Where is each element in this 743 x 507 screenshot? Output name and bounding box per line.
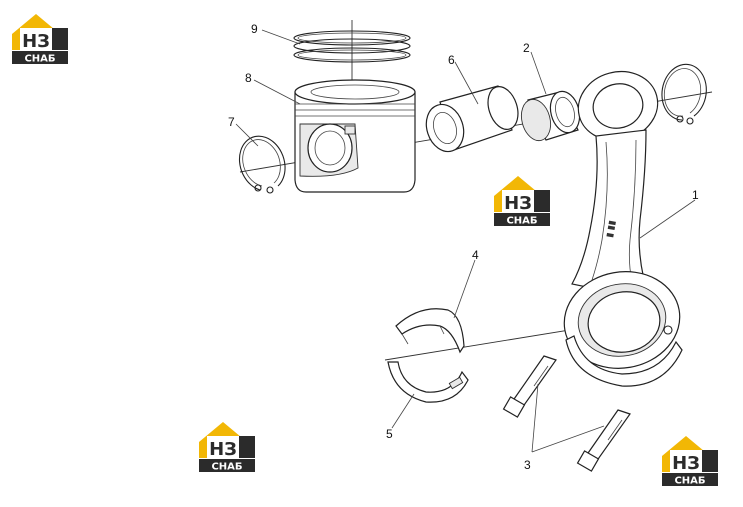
- callout-8: 8: [245, 71, 252, 85]
- connecting-rod-bolt-upper: [502, 355, 557, 418]
- callout-4: 4: [472, 248, 479, 262]
- callout-9: 9: [251, 22, 258, 36]
- callout-2: 2: [523, 41, 530, 55]
- logo-main-text: НЗ: [209, 439, 237, 460]
- callout-3: 3: [524, 458, 531, 472]
- logo-main-text: НЗ: [22, 31, 50, 52]
- brand-logo-top-left: НЗ СНАБ: [12, 14, 68, 65]
- logo-main-text: НЗ: [672, 453, 700, 474]
- logo-sub-text: СНАБ: [674, 476, 705, 487]
- circlip-right: [661, 63, 707, 125]
- callout-5: 5: [386, 427, 393, 441]
- connecting-rod: ▮ ▮▮: [563, 70, 683, 387]
- brand-logo-bottom-right: НЗ СНАБ: [662, 436, 718, 487]
- callout-7: 7: [228, 115, 235, 129]
- leader-lines: [235, 29, 696, 453]
- svg-text:▮ ▮▮: ▮ ▮▮: [604, 219, 617, 238]
- brand-logo-bottom-left: НЗ СНАБ: [199, 422, 255, 473]
- callout-6: 6: [448, 53, 455, 67]
- callout-1: 1: [692, 188, 699, 202]
- brand-logo-center: НЗ СНАБ: [494, 176, 550, 227]
- logo-main-text: НЗ: [504, 193, 532, 214]
- logo-sub-text: СНАБ: [24, 54, 55, 65]
- logo-sub-text: СНАБ: [506, 216, 537, 227]
- bearing-shell-lower: [387, 361, 469, 403]
- small-end-bushing: [520, 90, 581, 142]
- connecting-rod-bolt-lower: [576, 409, 631, 472]
- logo-sub-text: СНАБ: [211, 462, 242, 473]
- piston: [294, 79, 416, 193]
- piston-pin: [425, 85, 519, 153]
- circlip-left: [239, 135, 286, 194]
- piston-rings: [293, 30, 411, 63]
- bearing-shell-upper: [395, 308, 465, 354]
